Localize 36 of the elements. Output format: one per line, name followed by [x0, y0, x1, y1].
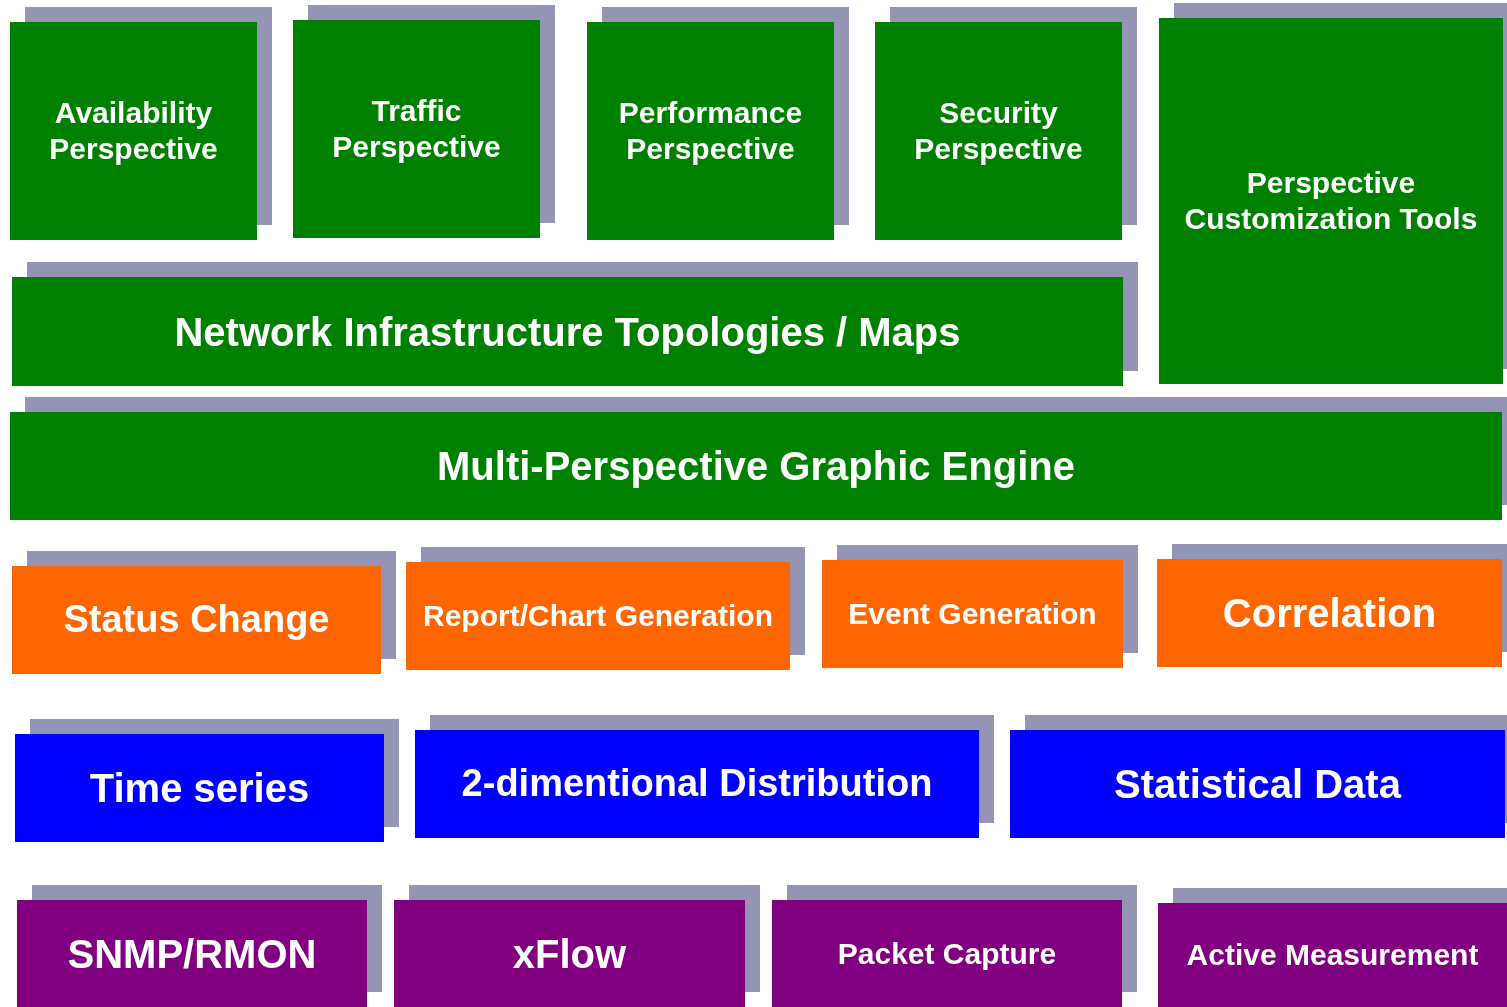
layer-box — [822, 560, 1123, 668]
layer-box — [772, 900, 1122, 1007]
box-label: Performance Perspective — [617, 95, 804, 167]
layer-box — [10, 412, 1502, 520]
layer-box — [415, 730, 979, 838]
layer-box — [875, 22, 1122, 240]
box-label: Statistical Data — [1114, 761, 1401, 808]
box-label: Network Infrastructure Topologies / Maps — [174, 308, 961, 356]
layer-box — [587, 22, 834, 240]
box-label: Packet Capture — [837, 935, 1057, 972]
box-label: Traffic Perspective — [331, 93, 502, 165]
box-label: Security Perspective — [913, 95, 1084, 167]
box-label: SNMP/RMON — [67, 930, 317, 978]
layer-box — [12, 566, 381, 674]
layer-box — [1010, 730, 1505, 838]
layer-box — [1157, 559, 1502, 667]
layer-box — [17, 900, 367, 1007]
box-label: Perspective Customization Tools — [1183, 165, 1479, 237]
layer-box — [12, 277, 1123, 386]
box-label: Status Change — [63, 597, 330, 643]
box-label: Correlation — [1222, 590, 1437, 637]
layer-box — [10, 22, 257, 240]
box-label: Multi-Perspective Graphic Engine — [437, 443, 1075, 490]
box-label: Time series — [89, 765, 310, 812]
layer-box — [406, 562, 790, 670]
layer-box — [293, 20, 540, 238]
box-label: Availability Perspective — [48, 95, 219, 167]
layer-box — [15, 734, 384, 842]
layer-box — [1159, 18, 1503, 384]
box-label: 2-dimentional Distribution — [461, 761, 933, 807]
layer-box — [394, 900, 745, 1007]
box-label: xFlow — [512, 930, 627, 978]
box-label: Active Measurement — [1186, 937, 1479, 973]
box-label: Report/Chart Generation — [422, 598, 773, 634]
layer-box — [1158, 903, 1507, 1007]
box-label: Event Generation — [848, 596, 1097, 632]
